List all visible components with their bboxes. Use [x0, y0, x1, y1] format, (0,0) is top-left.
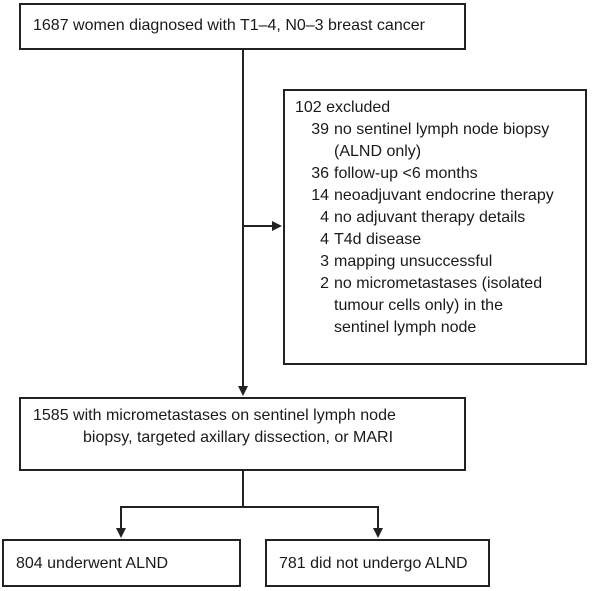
exclusion-item: 3 mapping unsuccessful	[295, 251, 577, 273]
exclusion-reason-cont: (ALND only)	[334, 143, 422, 160]
exclusion-reason-cont: sentinel lymph node	[334, 319, 477, 336]
exclusion-count: 3	[320, 253, 329, 270]
exclusion-item: 2 no micrometastases (isolated	[295, 273, 577, 295]
exclusion-count: 39	[311, 121, 329, 138]
no-alnd-group-box: 781 did not undergo ALND	[265, 539, 490, 587]
exclusion-reason: T4d disease	[334, 231, 422, 248]
exclusion-count: 2	[320, 275, 329, 292]
exclusion-item: 4 T4d disease	[295, 229, 577, 251]
exclusion-count: 14	[311, 187, 329, 204]
included-text-line2: biopsy, targeted axillary dissection, or…	[83, 429, 394, 446]
alnd-group-box: 804 underwent ALND	[2, 539, 241, 587]
exclusion-reason: no adjuvant therapy details	[334, 209, 526, 226]
exclusion-item: 39 no sentinel lymph node biopsy	[295, 119, 577, 141]
included-text-line1: 1585 with micrometastases on sentinel ly…	[33, 407, 396, 424]
exclusion-item: 4 no adjuvant therapy details	[295, 207, 577, 229]
no-alnd-group-text: 781 did not undergo ALND	[279, 555, 468, 572]
exclusion-reason: neoadjuvant endocrine therapy	[334, 187, 554, 204]
enrolment-text: 1687 women diagnosed with T1–4, N0–3 bre…	[33, 17, 425, 34]
enrolment-box: 1687 women diagnosed with T1–4, N0–3 bre…	[19, 3, 466, 50]
exclusion-reason-cont: tumour cells only) in the	[334, 297, 503, 314]
exclusion-reason: mapping unsuccessful	[334, 253, 493, 270]
exclusion-box: 102 excluded 39 no sentinel lymph node b…	[283, 89, 587, 365]
exclusion-item: 36 follow-up <6 months	[295, 163, 577, 185]
exclusion-reason: no micrometastases (isolated	[334, 275, 543, 292]
exclusion-reason: follow-up <6 months	[334, 165, 478, 182]
exclusion-reason: no sentinel lymph node biopsy	[334, 121, 550, 138]
alnd-group-text: 804 underwent ALND	[16, 555, 169, 572]
exclusion-count: 4	[320, 209, 329, 226]
exclusion-item: 14 neoadjuvant endocrine therapy	[295, 185, 577, 207]
included-box: 1585 with micrometastases on sentinel ly…	[19, 397, 466, 471]
exclusion-count: 36	[311, 165, 329, 182]
exclusion-count: 4	[320, 231, 329, 248]
exclusion-heading: 102 excluded	[295, 99, 391, 116]
